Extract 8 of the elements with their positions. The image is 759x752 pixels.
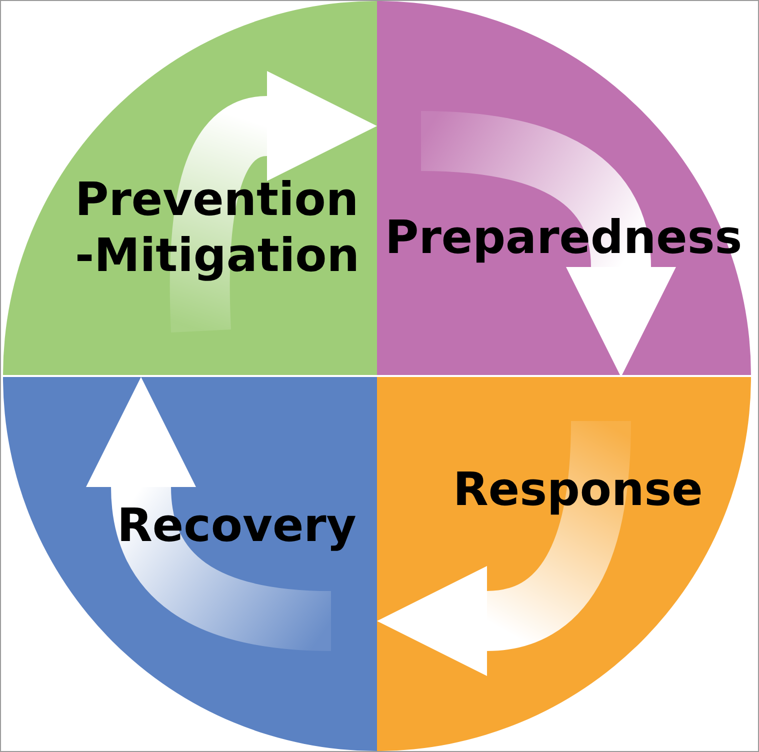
phase-label: Response xyxy=(453,461,704,517)
quadrant-segment xyxy=(377,377,751,751)
quadrant-segment xyxy=(3,1,377,375)
cycle-arrow xyxy=(170,71,376,332)
quadrant-segment xyxy=(377,1,751,375)
cycle-arrow xyxy=(377,420,631,676)
phase-label: Prevention -Mitigation xyxy=(75,171,360,283)
quadrant-segment xyxy=(3,377,377,751)
